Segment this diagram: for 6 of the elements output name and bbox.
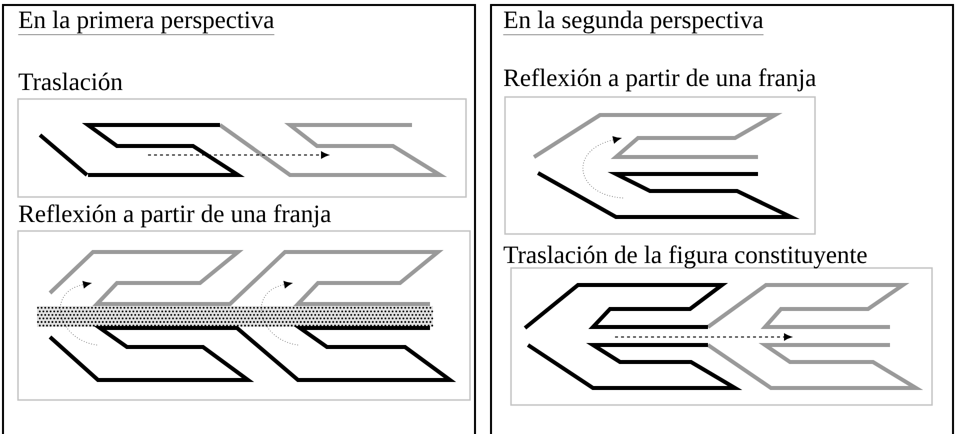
heading: En la primera perspectiva xyxy=(18,10,275,35)
caption: Traslación de la figura constituyente xyxy=(504,245,867,268)
caption: Traslación xyxy=(18,72,122,90)
heading: En la segunda perspectiva xyxy=(503,10,764,35)
caption: Reflexión a partir de una franja xyxy=(18,204,331,228)
caption: Reflexión a partir de una franja xyxy=(504,68,816,92)
